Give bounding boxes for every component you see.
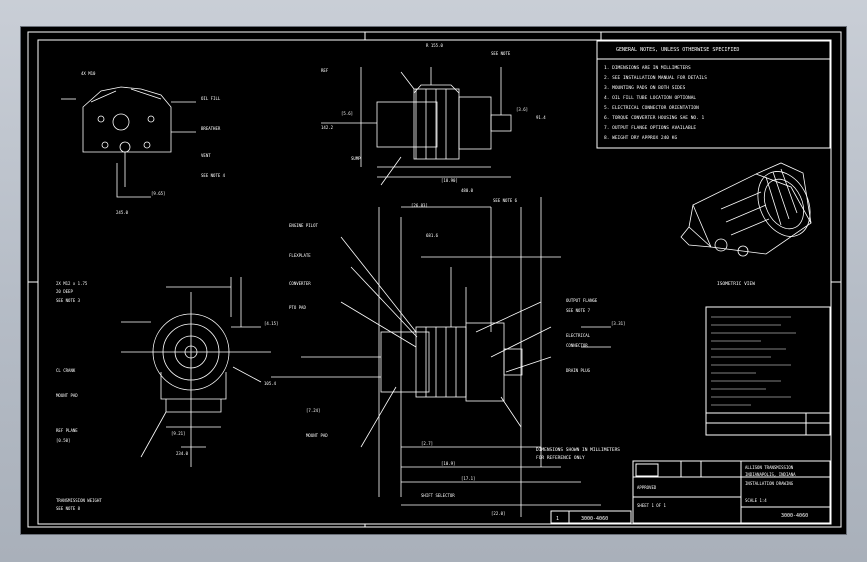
callout: [7.24]	[306, 408, 320, 413]
callout: FLEXPLATE	[289, 253, 311, 258]
callout: OIL FILL	[201, 96, 221, 101]
center-note: DIMENSIONS SHOWN IN MILLIMETERS FOR REFE…	[536, 447, 620, 461]
scale-label: SCALE 1:4	[745, 498, 767, 503]
center-note-line: DIMENSIONS SHOWN IN MILLIMETERS	[536, 447, 620, 453]
callout: [4.15]	[264, 321, 278, 326]
left-view-transmission	[121, 277, 271, 467]
cad-drawing-viewport[interactable]: GENERAL NOTES, UNLESS OTHERWISE SPECIFIE…	[21, 27, 846, 534]
notes-header: GENERAL NOTES, UNLESS OTHERWISE SPECIFIE…	[616, 47, 739, 53]
note-line: 6. TORQUE CONVERTER HOUSING SAE NO. 1	[604, 115, 705, 121]
sheet-inner-border	[37, 39, 832, 525]
callout: 105.4	[264, 381, 277, 386]
callout: 4X M10	[81, 71, 96, 76]
callout: ELECTRICAL	[566, 333, 591, 338]
callout: [10.9]	[441, 461, 455, 466]
callout: [9.65]	[151, 191, 165, 196]
callout: R 155.0	[426, 43, 443, 48]
note-line: 3. MOUNTING PADS ON BOTH SIDES	[604, 85, 686, 91]
sheet-label: SHEET 1 OF 1	[637, 503, 666, 508]
callout: [26.83]	[411, 203, 428, 208]
general-notes-table: GENERAL NOTES, UNLESS OTHERWISE SPECIFIE…	[596, 40, 831, 149]
note-line: 4. OIL FILL TUBE LOCATION OPTIONAL	[604, 95, 696, 101]
front-face-view	[61, 86, 196, 198]
note-line: 1. DIMENSIONS ARE IN MILLIMETERS	[604, 65, 691, 71]
front-face-annotations: 4X M10 OIL FILL BREATHER VENT SEE NOTE 4…	[81, 71, 226, 215]
side-view-transmission	[271, 197, 611, 517]
callout: SEE NOTE 6	[493, 198, 518, 203]
callout: ENGINE PILOT	[289, 223, 318, 228]
side-view-annotations: ENGINE PILOT FLEXPLATE CONVERTER PTO PAD…	[289, 198, 625, 516]
callout: SEE NOTE 7	[566, 308, 591, 313]
callout: BREATHER	[201, 126, 221, 131]
callout: VENT	[201, 153, 211, 158]
sheet-outer-border	[27, 31, 842, 528]
callout: 20 DEEP	[56, 289, 73, 294]
callout: 142.2	[321, 125, 334, 130]
callout: CONNECTOR	[566, 343, 588, 348]
callout: [22.0]	[491, 511, 505, 516]
isometric-view	[680, 162, 812, 257]
company-line: INSTALLATION DRAWING	[745, 481, 794, 486]
callout: OUTPUT FLANGE	[566, 298, 598, 303]
note-line: 2. SEE INSTALLATION MANUAL FOR DETAILS	[604, 75, 707, 81]
note-line: 5. ELECTRICAL CONNECTOR ORIENTATION	[604, 105, 699, 111]
callout: REF PLANE	[56, 428, 78, 433]
title-block: ALLISON TRANSMISSION INDIANAPOLIS, INDIA…	[632, 460, 831, 524]
callout: [0.50]	[56, 438, 70, 443]
callout: [9.21]	[171, 431, 185, 436]
top-view-transmission	[321, 67, 512, 186]
callout: REF	[321, 68, 329, 73]
company-logo	[635, 463, 659, 477]
callout: [18.90]	[441, 178, 458, 183]
callout: MOUNT PAD	[306, 433, 328, 438]
callout: [17.1]	[461, 476, 475, 481]
top-view-annotations: REF [5.6] 142.2 R 155.0 SEE NOTE [3.6] 9…	[321, 43, 546, 193]
callout: [3.6]	[516, 107, 528, 112]
iso-caption: ISOMETRIC VIEW	[717, 281, 755, 287]
callout: TRANSMISSION WEIGHT	[56, 498, 102, 503]
callout: SEE NOTE	[491, 51, 511, 56]
company-line: INDIANAPOLIS, INDIANA	[745, 472, 796, 477]
zone-markers	[28, 32, 841, 527]
callout: PTO PAD	[289, 305, 306, 310]
callout: SEE NOTE 4	[201, 173, 226, 178]
callout: SEE NOTE 8	[56, 506, 81, 511]
drawing-number: 3000-4060	[781, 513, 808, 519]
note-line: 7. OUTPUT FLANGE OPTIONS AVAILABLE	[604, 125, 696, 131]
company-line: ALLISON TRANSMISSION	[745, 465, 794, 470]
callout: SEE NOTE 3	[56, 298, 81, 303]
left-view-annotations: 2X M12 x 1.75 20 DEEP SEE NOTE 3 CL CRAN…	[56, 281, 278, 511]
callout: 245.0	[116, 210, 129, 215]
callout: 480.0	[461, 188, 474, 193]
callout: [3.31]	[611, 321, 625, 326]
engineering-drawing: GENERAL NOTES, UNLESS OTHERWISE SPECIFIE…	[27, 31, 842, 528]
revision-block	[705, 306, 831, 436]
sheet-id: 3000-4060	[581, 516, 608, 522]
approval-label: APPROVED	[637, 485, 657, 490]
callout: [2.7]	[421, 441, 433, 446]
callout: [5.6]	[341, 111, 353, 116]
note-line: 8. WEIGHT DRY APPROX 240 KG	[604, 135, 677, 141]
center-note-line: FOR REFERENCE ONLY	[536, 455, 585, 461]
callout: MOUNT PAD	[56, 393, 78, 398]
callout: 681.6	[426, 233, 439, 238]
callout: CL CRANK	[56, 368, 76, 373]
callout: 2X M12 x 1.75	[56, 281, 88, 286]
callout: 91.4	[536, 115, 546, 120]
sheet-id-strip: 1 3000-4060	[550, 510, 632, 524]
callout: 234.0	[176, 451, 189, 456]
callout: SUMP	[351, 156, 361, 161]
callout: DRAIN PLUG	[566, 368, 591, 373]
callout: SHIFT SELECTOR	[421, 493, 455, 498]
sheet-number: 1	[556, 516, 559, 522]
callout: CONVERTER	[289, 281, 311, 286]
